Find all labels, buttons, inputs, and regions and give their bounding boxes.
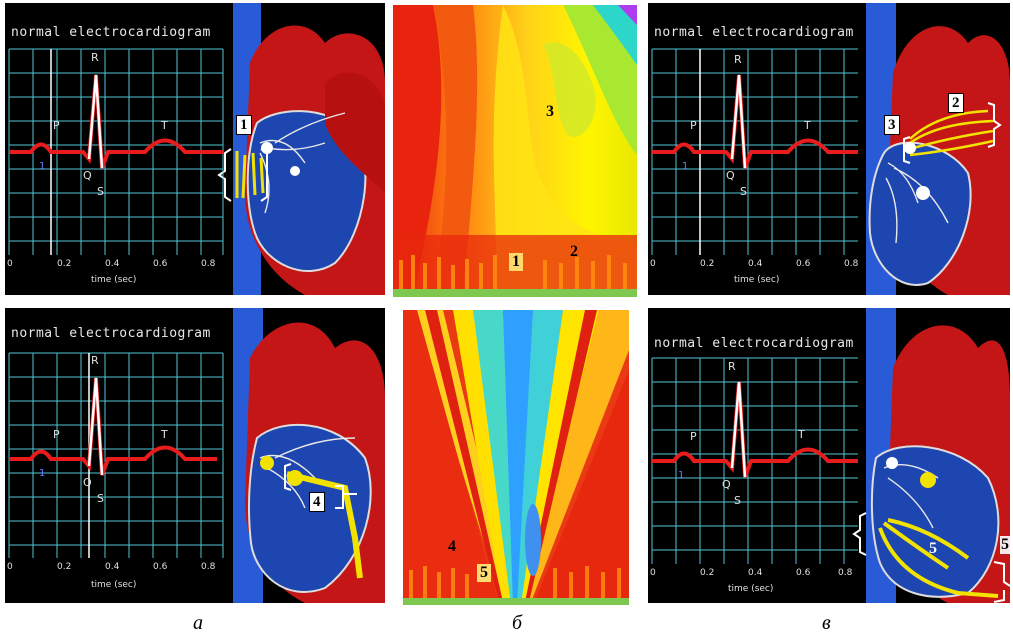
x-axis-label: time (sec) xyxy=(91,275,137,285)
marker-5: 5 xyxy=(929,540,937,557)
ecg-panel-a-bottom: normal electrocardiogram P R T Q S 1 0 0… xyxy=(5,308,385,603)
marker-3: 3 xyxy=(546,103,554,120)
ecg-panel-v-top: normal electrocardiogram P R T Q S 1 0 0… xyxy=(648,3,1010,295)
x-axis-label: time (sec) xyxy=(734,275,780,285)
x-tick-1: 0.2 xyxy=(700,259,715,269)
p-wave-label: P xyxy=(690,119,697,132)
heatmap-bottom: 4 5 xyxy=(403,310,629,605)
t-wave-label: T xyxy=(161,119,168,132)
caption-a: а xyxy=(193,612,203,634)
r-wave-label: R xyxy=(734,53,742,66)
t-wave-label: T xyxy=(161,428,168,441)
r-wave-label: R xyxy=(91,354,99,367)
x-tick-4: 0.8 xyxy=(844,259,859,269)
panel-v-top-art xyxy=(866,3,1010,295)
s-wave-label: S xyxy=(97,492,104,505)
r-wave-label: R xyxy=(91,51,99,64)
p-wave-label: P xyxy=(53,428,60,441)
p-wave-label: P xyxy=(53,119,60,132)
x-tick-2: 0.4 xyxy=(105,259,120,269)
marker-1: 1 xyxy=(509,253,523,271)
ecg-grid xyxy=(8,352,224,558)
q-wave-label: Q xyxy=(722,478,731,491)
x-axis-label: time (sec) xyxy=(91,580,137,590)
marker-3: 3 xyxy=(884,115,900,135)
ecg-grid xyxy=(651,48,858,255)
x-tick-1: 0.2 xyxy=(700,568,715,578)
x-axis-label: time (sec) xyxy=(728,584,774,594)
ecg-title: normal electrocardiogram xyxy=(11,25,211,40)
baseline-one-label: 1 xyxy=(678,470,685,481)
x-tick-4: 0.8 xyxy=(201,562,216,572)
x-tick-0: 0 xyxy=(650,259,656,269)
s-wave-label: S xyxy=(740,185,747,198)
x-tick-4: 0.8 xyxy=(838,568,853,578)
marker-5-edge: 5 xyxy=(1000,536,1010,554)
panel-v-bottom-art xyxy=(852,308,1010,603)
heatmap-top: 3 1 2 xyxy=(393,5,637,297)
s-wave-label: S xyxy=(734,494,741,507)
baseline-one-label: 1 xyxy=(39,468,46,479)
marker-2: 2 xyxy=(948,93,964,113)
heatmap-top-art xyxy=(393,5,637,297)
t-wave-label: T xyxy=(804,119,811,132)
marker-1: 1 xyxy=(236,115,252,135)
ecg-grid xyxy=(8,48,224,255)
x-tick-3: 0.6 xyxy=(153,562,168,572)
caption-v: в xyxy=(822,612,831,634)
x-tick-1: 0.2 xyxy=(57,259,72,269)
ecg-title: normal electrocardiogram xyxy=(11,326,211,341)
x-tick-1: 0.2 xyxy=(57,562,72,572)
ecg-grid xyxy=(651,357,858,564)
x-tick-2: 0.4 xyxy=(748,259,763,269)
q-wave-label: Q xyxy=(83,476,92,489)
s-wave-label: S xyxy=(97,185,104,198)
baseline-one-label: 1 xyxy=(39,161,46,172)
q-wave-label: Q xyxy=(83,169,92,182)
heatmap-bottom-art xyxy=(403,310,629,605)
marker-5: 5 xyxy=(477,564,491,582)
ecg-title: normal electrocardiogram xyxy=(654,336,854,351)
q-wave-label: Q xyxy=(726,169,735,182)
x-tick-0: 0 xyxy=(7,259,13,269)
baseline-one-label: 1 xyxy=(682,161,689,172)
r-wave-label: R xyxy=(728,360,736,373)
x-tick-3: 0.6 xyxy=(796,568,811,578)
x-tick-2: 0.4 xyxy=(748,568,763,578)
marker-2: 2 xyxy=(570,243,578,260)
x-tick-0: 0 xyxy=(650,568,656,578)
marker-4: 4 xyxy=(309,492,325,512)
marker-4: 4 xyxy=(448,538,456,555)
x-tick-3: 0.6 xyxy=(796,259,811,269)
ecg-title: normal electrocardiogram xyxy=(654,25,854,40)
x-tick-0: 0 xyxy=(7,562,13,572)
ecg-panel-v-bottom: normal electrocardiogram P R T Q S 1 0 0… xyxy=(648,308,1010,603)
caption-b: б xyxy=(512,612,523,634)
ecg-panel-a-top: normal electrocardiogram P R T Q S 1 0 0… xyxy=(5,3,385,295)
panel-a-top-art xyxy=(217,3,385,295)
t-wave-label: T xyxy=(798,428,805,441)
x-tick-2: 0.4 xyxy=(105,562,120,572)
p-wave-label: P xyxy=(690,430,697,443)
x-tick-3: 0.6 xyxy=(153,259,168,269)
x-tick-4: 0.8 xyxy=(201,259,216,269)
